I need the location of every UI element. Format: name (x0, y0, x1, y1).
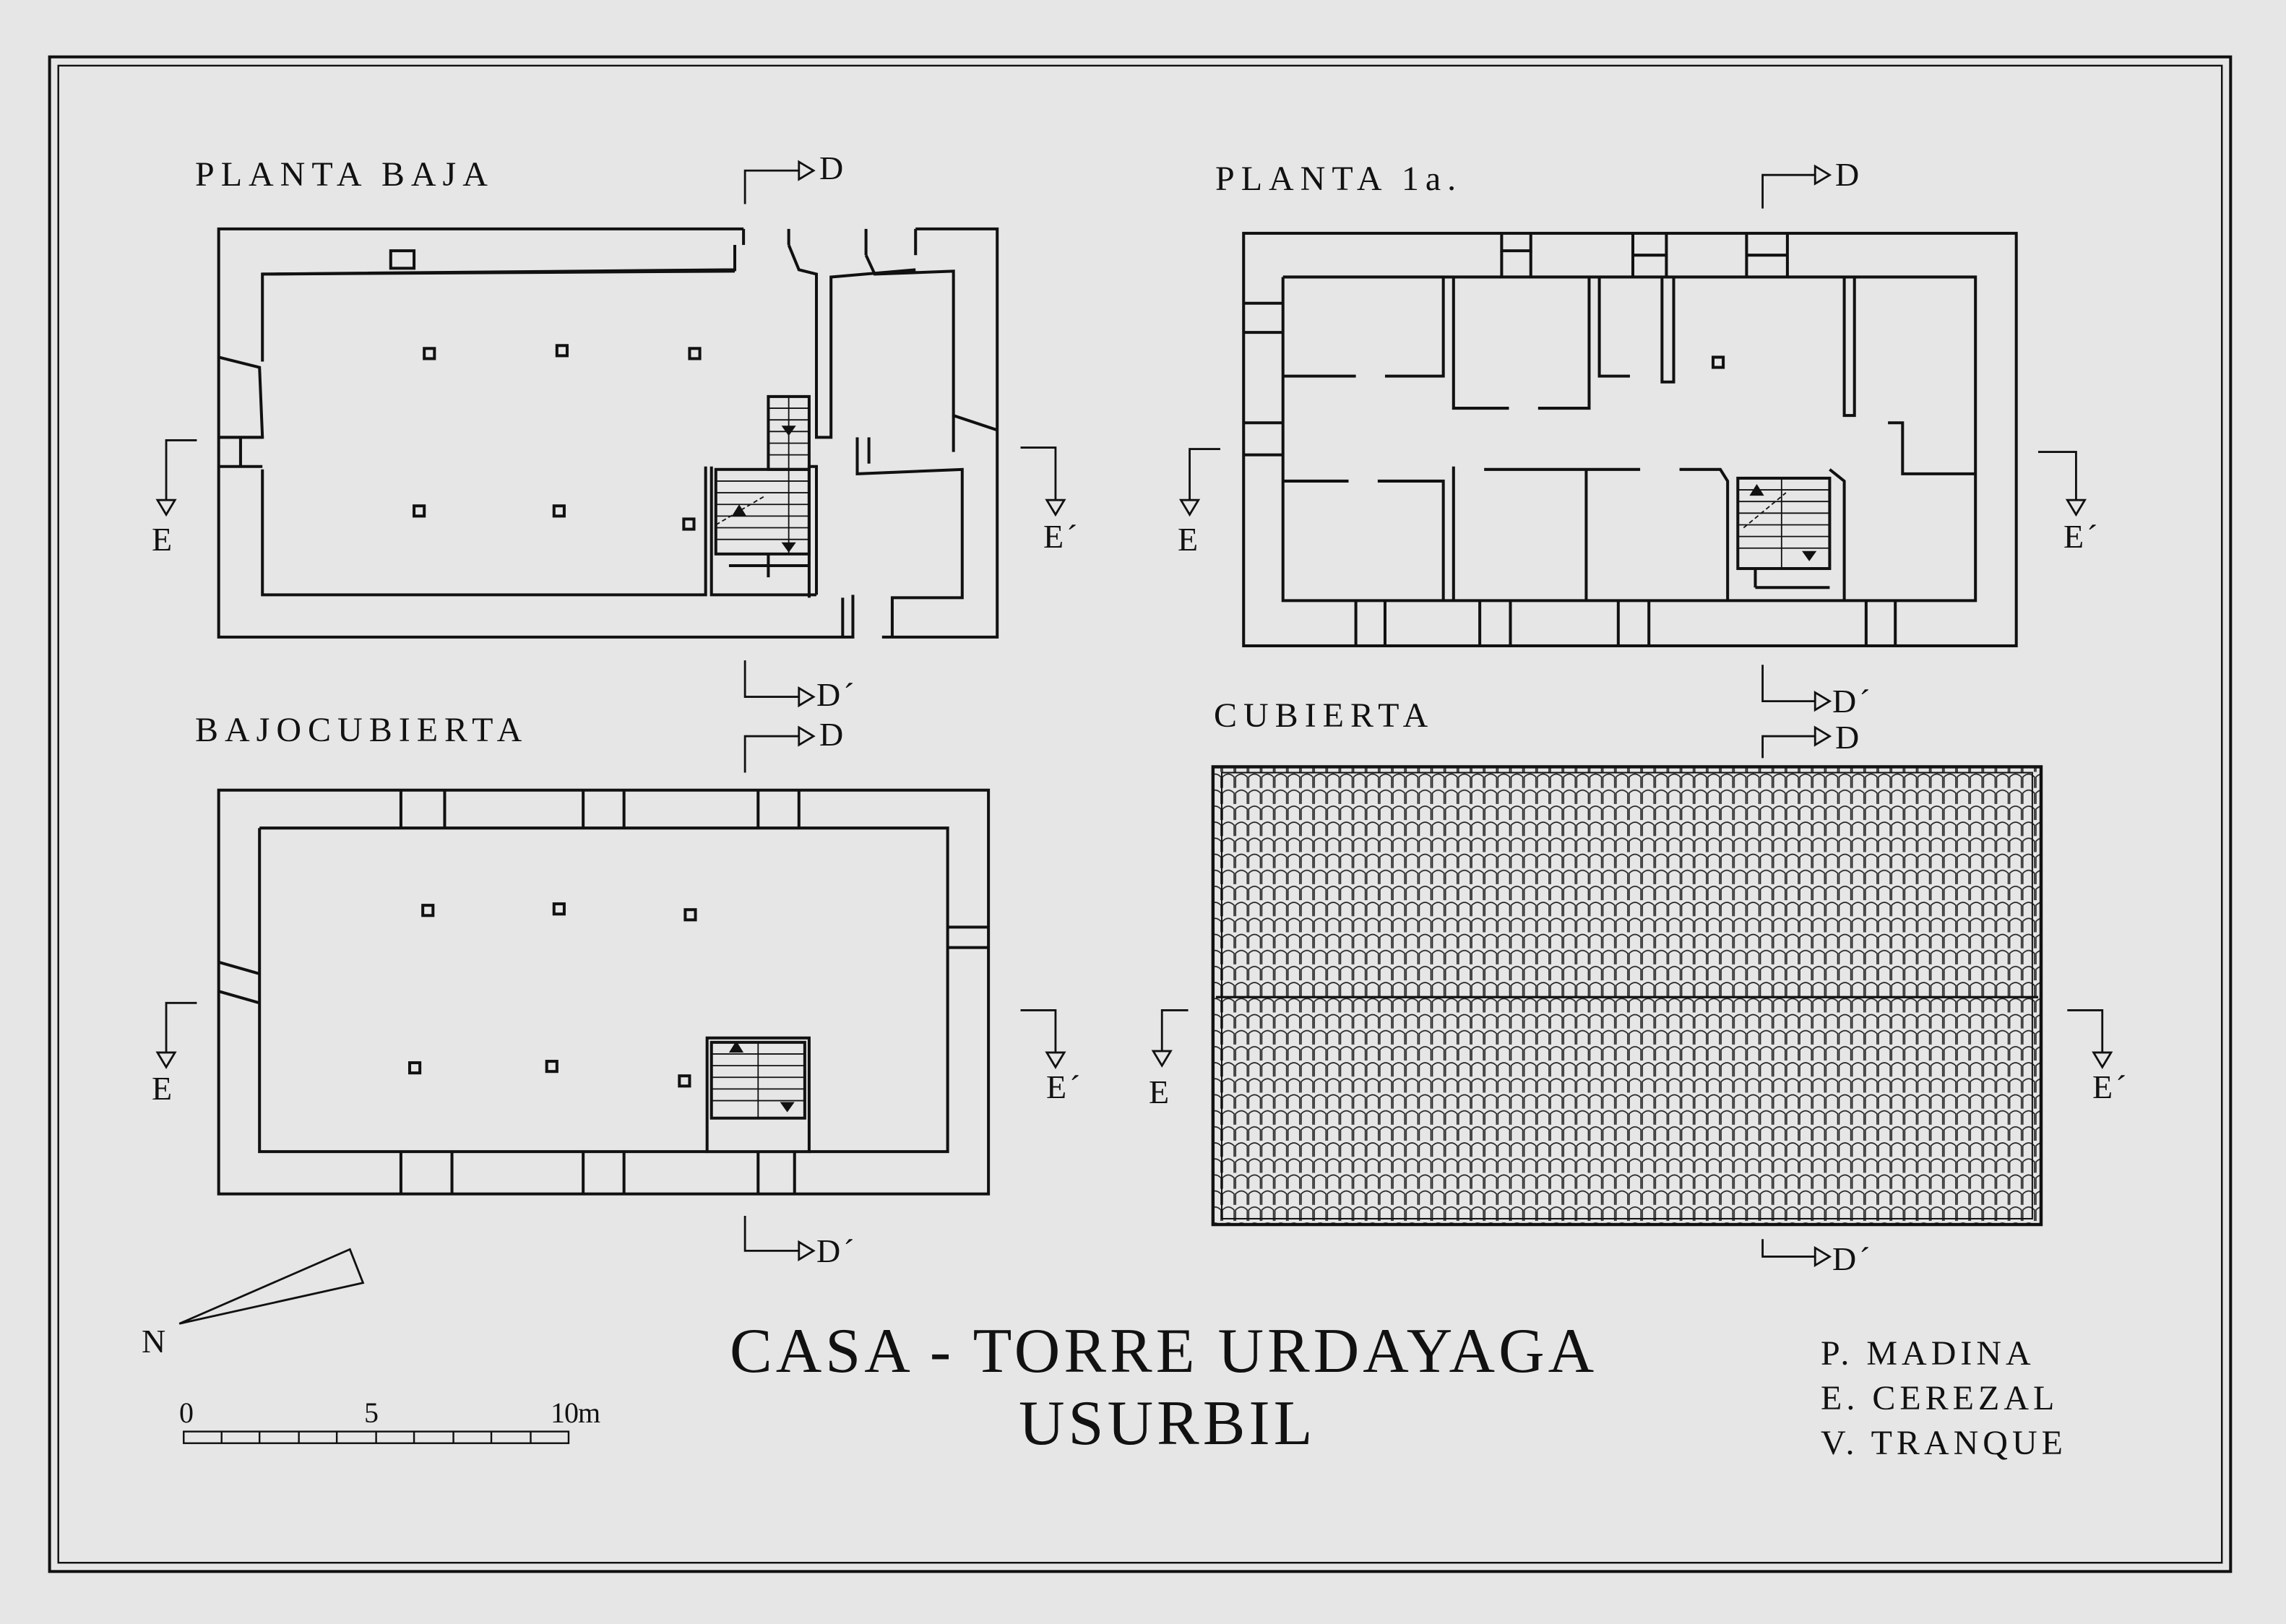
scale-tick-label: 5 (364, 1396, 379, 1429)
section-e-prime-label: E´ (2063, 518, 2101, 555)
section-d-label: D (819, 150, 847, 186)
first-stair-treads (1738, 478, 1830, 569)
attic-stair-treads (711, 1042, 805, 1118)
ground-floor-plan (217, 227, 999, 639)
author-name: V. TRANQUE (1821, 1424, 2067, 1462)
drawing-title: CASA - TORRE URDAYAGA (730, 1316, 1598, 1386)
section-e-label: E (152, 1070, 176, 1107)
section-e-prime-label: E´ (2092, 1068, 2130, 1105)
author-name: E. CEREZAL (1821, 1379, 2059, 1417)
outer-border (48, 55, 2233, 1573)
ground-stair-treads (715, 396, 809, 554)
roof-plan (1211, 765, 2043, 1227)
section-d-prime-label: D´ (816, 1232, 858, 1269)
section-e-label: E (1149, 1074, 1173, 1110)
scale-tick-label: 0 (179, 1396, 194, 1429)
attic-plan (217, 788, 991, 1196)
author-name: P. MADINA (1821, 1334, 2035, 1373)
north-label: N (142, 1323, 169, 1360)
section-e-label: E (1178, 521, 1202, 558)
first-floor-plan (1242, 231, 2018, 647)
roof-title: CUBIERTA (1214, 696, 1435, 735)
section-e-prime-label: E´ (1043, 518, 1081, 555)
stair-arrows (728, 426, 1817, 1113)
attic-title: BAJOCUBIERTA (195, 711, 529, 749)
section-d-prime-label: D´ (816, 676, 858, 713)
scale-bar (183, 1430, 570, 1444)
inner-border (57, 64, 2223, 1564)
scale-tick-label: 10m (551, 1396, 600, 1429)
section-d-prime-label: D´ (1832, 683, 1873, 720)
section-markers (155, 160, 2113, 1268)
section-d-label: D (819, 716, 847, 753)
north-arrow (178, 1248, 365, 1325)
drawing-subtitle: USURBIL (1019, 1388, 1316, 1459)
section-e-prime-label: E´ (1046, 1068, 1084, 1105)
section-d-label: D (1835, 156, 1863, 193)
ground-floor-title: PLANTA BAJA (195, 155, 494, 194)
first-floor-title: PLANTA 1a. (1215, 160, 1463, 198)
section-e-label: E (152, 521, 176, 558)
section-d-prime-label: D´ (1832, 1240, 1873, 1277)
section-d-label: D (1835, 719, 1863, 756)
